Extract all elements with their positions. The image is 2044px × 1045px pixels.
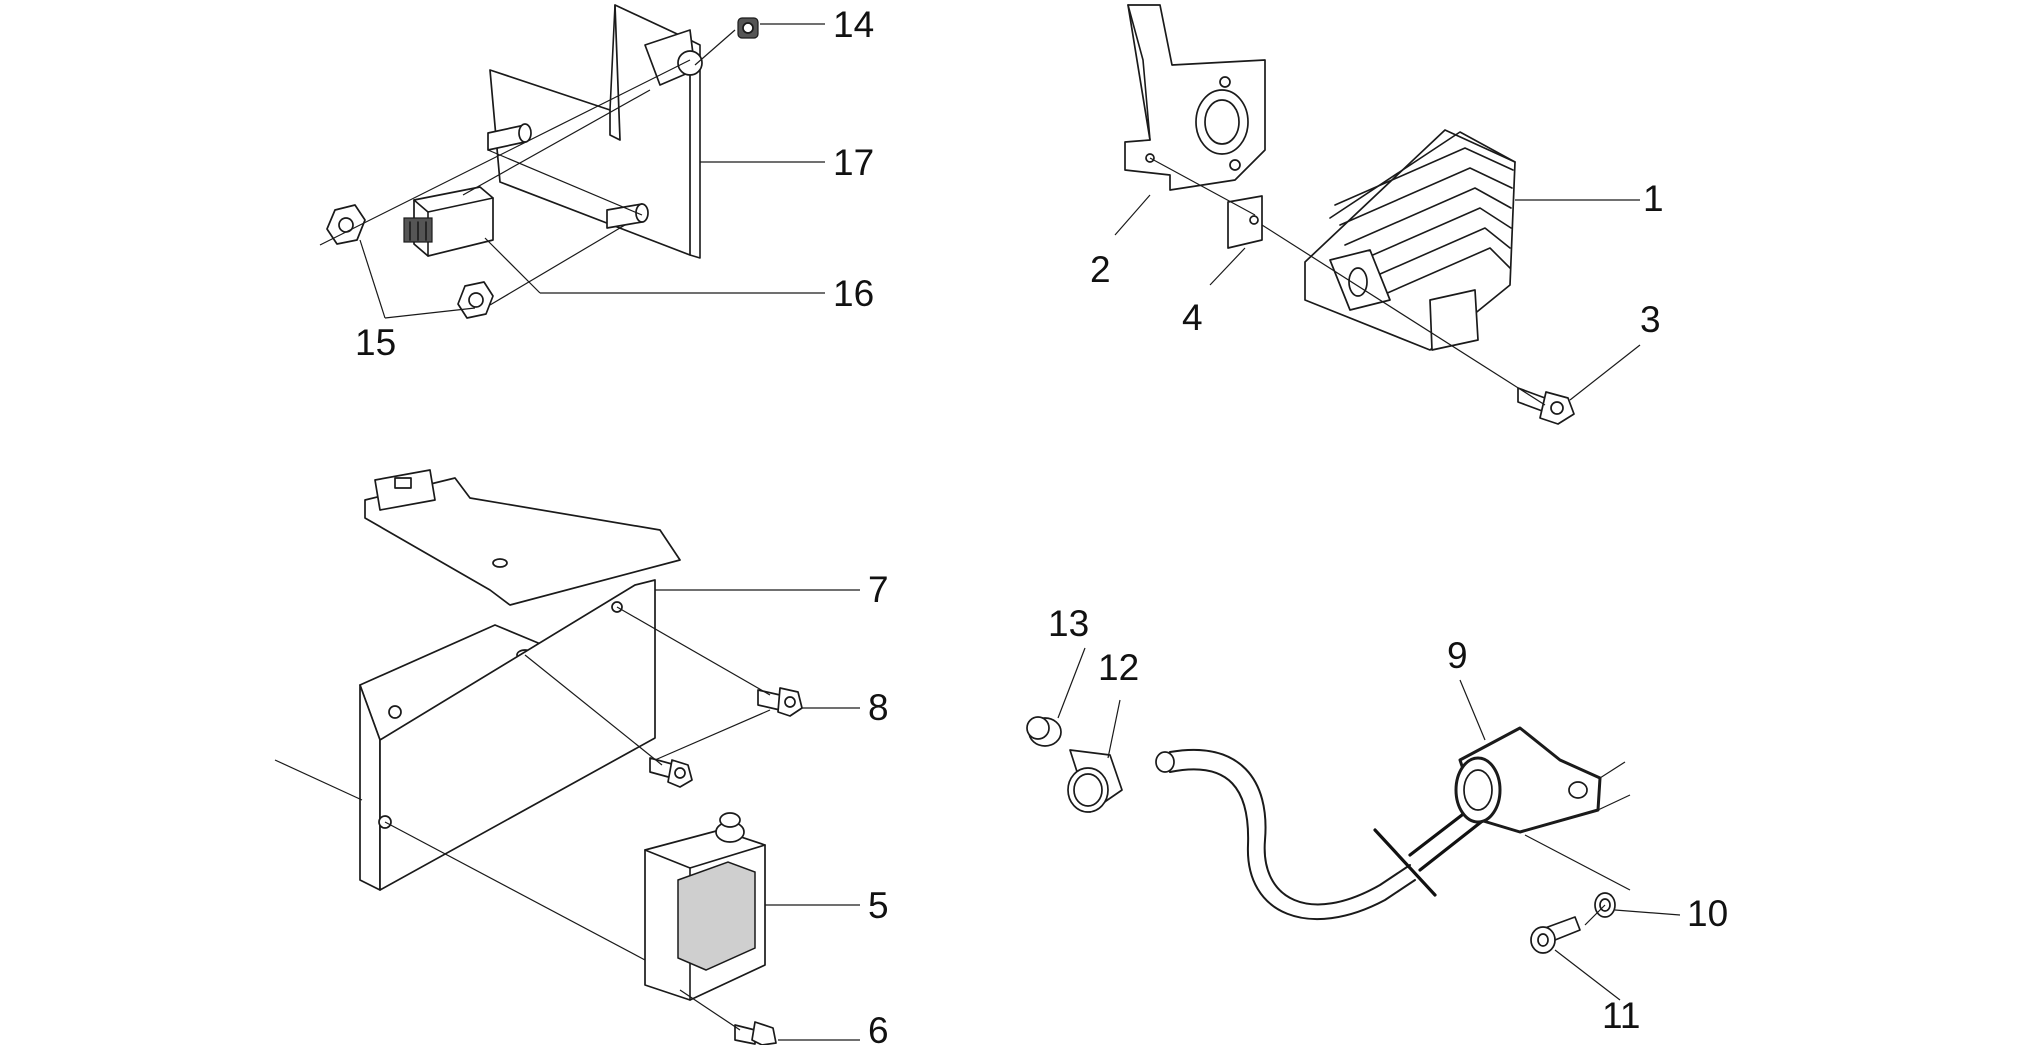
- screw-11: [1530, 916, 1581, 954]
- plug-cap-12: [1067, 749, 1123, 813]
- grommet-13: [1026, 716, 1062, 747]
- screw-14: [677, 17, 759, 76]
- callout-8: 8: [868, 687, 889, 728]
- coil-bracket-assembly: [274, 469, 803, 1045]
- callout-4: 4: [1182, 297, 1203, 338]
- screw-3: [1517, 387, 1575, 425]
- coil-bracket: [364, 477, 681, 606]
- callout-9: 9: [1447, 635, 1468, 676]
- callout-13: 13: [1048, 603, 1089, 644]
- callout-14: 14: [833, 4, 874, 45]
- leader-lines: [359, 23, 1681, 1041]
- spark-plug-cap-assembly: [1026, 716, 1631, 954]
- nut-15-lower: [457, 281, 494, 319]
- clip-4: [1227, 195, 1263, 249]
- screw-8-lower: [649, 757, 693, 788]
- relay-bracket: [489, 4, 691, 256]
- regulator-assembly: [1124, 4, 1575, 425]
- callout-15: 15: [355, 322, 396, 363]
- regulator-1: [1304, 129, 1516, 351]
- relay-bracket-assembly: [319, 4, 759, 319]
- callout-7: 7: [868, 569, 889, 610]
- callout-10: 10: [1687, 893, 1728, 934]
- callout-16: 16: [833, 273, 874, 314]
- ignition-coil-5: [644, 812, 766, 1001]
- callout-2: 2: [1090, 249, 1111, 290]
- screw-6: [734, 1021, 777, 1045]
- callout-3: 3: [1640, 299, 1661, 340]
- callout-12: 12: [1098, 647, 1139, 688]
- callout-labels: 1 2 3 4 5 6 7 8 9 10 11 12 13 14 15 16 1…: [355, 4, 1728, 1045]
- callout-6: 6: [868, 1010, 889, 1045]
- relay-16: [403, 186, 494, 257]
- screw-8-upper: [757, 687, 803, 717]
- coil-9: [1454, 726, 1602, 834]
- nut-15-upper: [326, 204, 366, 245]
- callout-17: 17: [833, 142, 874, 183]
- callout-11: 11: [1602, 995, 1640, 1036]
- callout-1: 1: [1643, 178, 1664, 219]
- callout-5: 5: [868, 885, 889, 926]
